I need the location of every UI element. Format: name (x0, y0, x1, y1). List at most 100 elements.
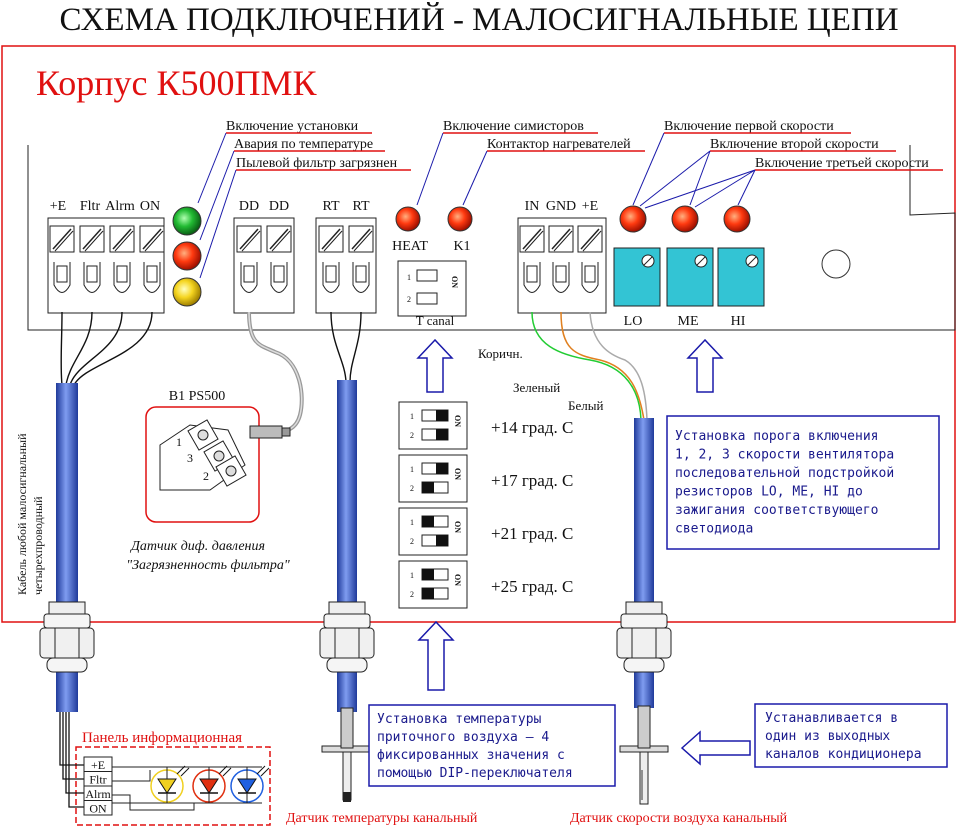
dip-knob (436, 535, 448, 546)
led-speed2 (671, 205, 699, 233)
leader-line (416, 132, 444, 206)
sensor-dp-body (159, 419, 291, 491)
dip-knob (422, 516, 434, 527)
terminal-block-rt: RT RT (315, 199, 377, 314)
k1-label: K1 (453, 239, 470, 254)
pot-label-me: ME (678, 314, 699, 329)
note-line: приточного воздуха – 4 (377, 730, 549, 745)
leader-line (639, 150, 711, 207)
cable-rt-bottom (337, 672, 357, 712)
info-panel-led-icon (192, 765, 232, 803)
pot-label-hi: HI (731, 314, 746, 329)
leader-line (632, 132, 665, 206)
svg-text:1: 1 (407, 273, 411, 282)
dip-knob (436, 410, 448, 421)
info-panel-terminal: Fltr (89, 773, 106, 787)
note-speeds-box (666, 415, 940, 550)
led-filter-dirty (172, 277, 202, 307)
note-flow-box (754, 703, 948, 768)
svg-text:1: 1 (410, 571, 414, 580)
rt-wire (349, 311, 362, 383)
caption-flow-sensor: Датчик скорости воздуха канальный (570, 811, 788, 826)
sensor-dp-pin: 2 (203, 469, 209, 483)
led-k1 (447, 206, 473, 232)
led-power-on (172, 206, 202, 236)
led-speed3 (723, 205, 751, 233)
note-line: фиксированных значения с (377, 748, 565, 763)
arrow-up-dip (417, 620, 455, 691)
sensor-dp-title: B1 PS500 (169, 389, 225, 404)
svg-text:2: 2 (410, 431, 414, 440)
pot-me[interactable] (666, 247, 714, 307)
arrow-up-pots (686, 338, 724, 393)
note-line: Установка температуры (377, 712, 542, 727)
terminal-label: +E (50, 199, 66, 214)
housing-outline (1, 45, 956, 623)
cable-label-line1: Кабель любой малосигнальный (15, 433, 29, 595)
cable-label-line2: четырехпроводный (31, 496, 45, 595)
terminal-label: IN (525, 199, 540, 214)
terminal-label: ON (140, 199, 160, 214)
housing-title: Корпус К500ПМК (36, 63, 317, 103)
cable-flow-bottom (634, 672, 654, 708)
pot-lo[interactable] (613, 247, 661, 307)
temp-sensor-probe (321, 707, 373, 802)
info-panel-terminal: +E (91, 758, 105, 772)
wire-brown (560, 311, 645, 421)
note-line: последовательной подстройкой (675, 466, 894, 481)
note-temp-box (368, 704, 616, 787)
label-filter-dirty: Пылевой фильтр загрязнен (236, 156, 398, 171)
info-panel-led-icon (150, 765, 190, 803)
svg-text:1: 1 (410, 412, 414, 421)
terminal-block-flow: IN GND +E (517, 199, 607, 314)
dip-knob (422, 482, 434, 493)
sensor-dp-caption1: Датчик диф. давления (129, 539, 265, 554)
svg-text:ON: ON (450, 276, 459, 288)
sensor-dp-caption2: "Загрязненность фильтра" (126, 558, 290, 573)
info-panel-box (75, 746, 271, 826)
leader-line (737, 169, 756, 206)
svg-text:ON: ON (453, 415, 462, 427)
leader-line (694, 169, 756, 208)
dip-knob (422, 569, 434, 580)
dip-switch-board[interactable]: 1 2 ON (397, 260, 467, 317)
label-speed2: Включение второй скорости (710, 137, 879, 152)
terminal-label: +E (582, 199, 598, 214)
dip-setting-label: +17 град. С (491, 471, 573, 490)
note-line: один из выходных (765, 729, 890, 744)
info-panel-led-icon (230, 765, 270, 803)
label-speed3: Включение третьей скорости (755, 156, 929, 171)
dip-setting-label: +25 град. С (491, 577, 573, 596)
label-heater-contactor: Контактор нагревателей (487, 137, 631, 152)
rt-wire (330, 311, 347, 383)
cable-gland (39, 601, 95, 673)
sensor-dp-box (145, 406, 260, 523)
dip-setting-label: +21 град. С (491, 524, 573, 543)
signal-wires (60, 311, 153, 386)
wire-white (589, 311, 648, 421)
note-line: помощью DIP-переключателя (377, 766, 573, 781)
label-triacs-on: Включение симисторов (443, 119, 584, 134)
sensor-dp-pin: 3 (187, 451, 193, 465)
svg-text:1: 1 (410, 518, 414, 527)
dip-knob (436, 429, 448, 440)
wire-label-brown: Коричн. (478, 346, 523, 361)
terminal-label: RT (352, 199, 369, 214)
leader-line (462, 150, 488, 206)
led-speed1 (619, 205, 647, 233)
svg-text:ON: ON (453, 468, 462, 480)
note-line: зажигания соответствующего (675, 503, 879, 518)
pot-hi[interactable] (717, 247, 765, 307)
tcanal-label: T canal (416, 313, 455, 328)
info-panel-terminal: Alrm (85, 787, 111, 801)
terminal-label: Fltr (80, 199, 101, 214)
leader-line (197, 132, 227, 204)
cable-gland (616, 601, 672, 673)
svg-text:2: 2 (410, 484, 414, 493)
wire-label-white: Белый (568, 398, 603, 413)
